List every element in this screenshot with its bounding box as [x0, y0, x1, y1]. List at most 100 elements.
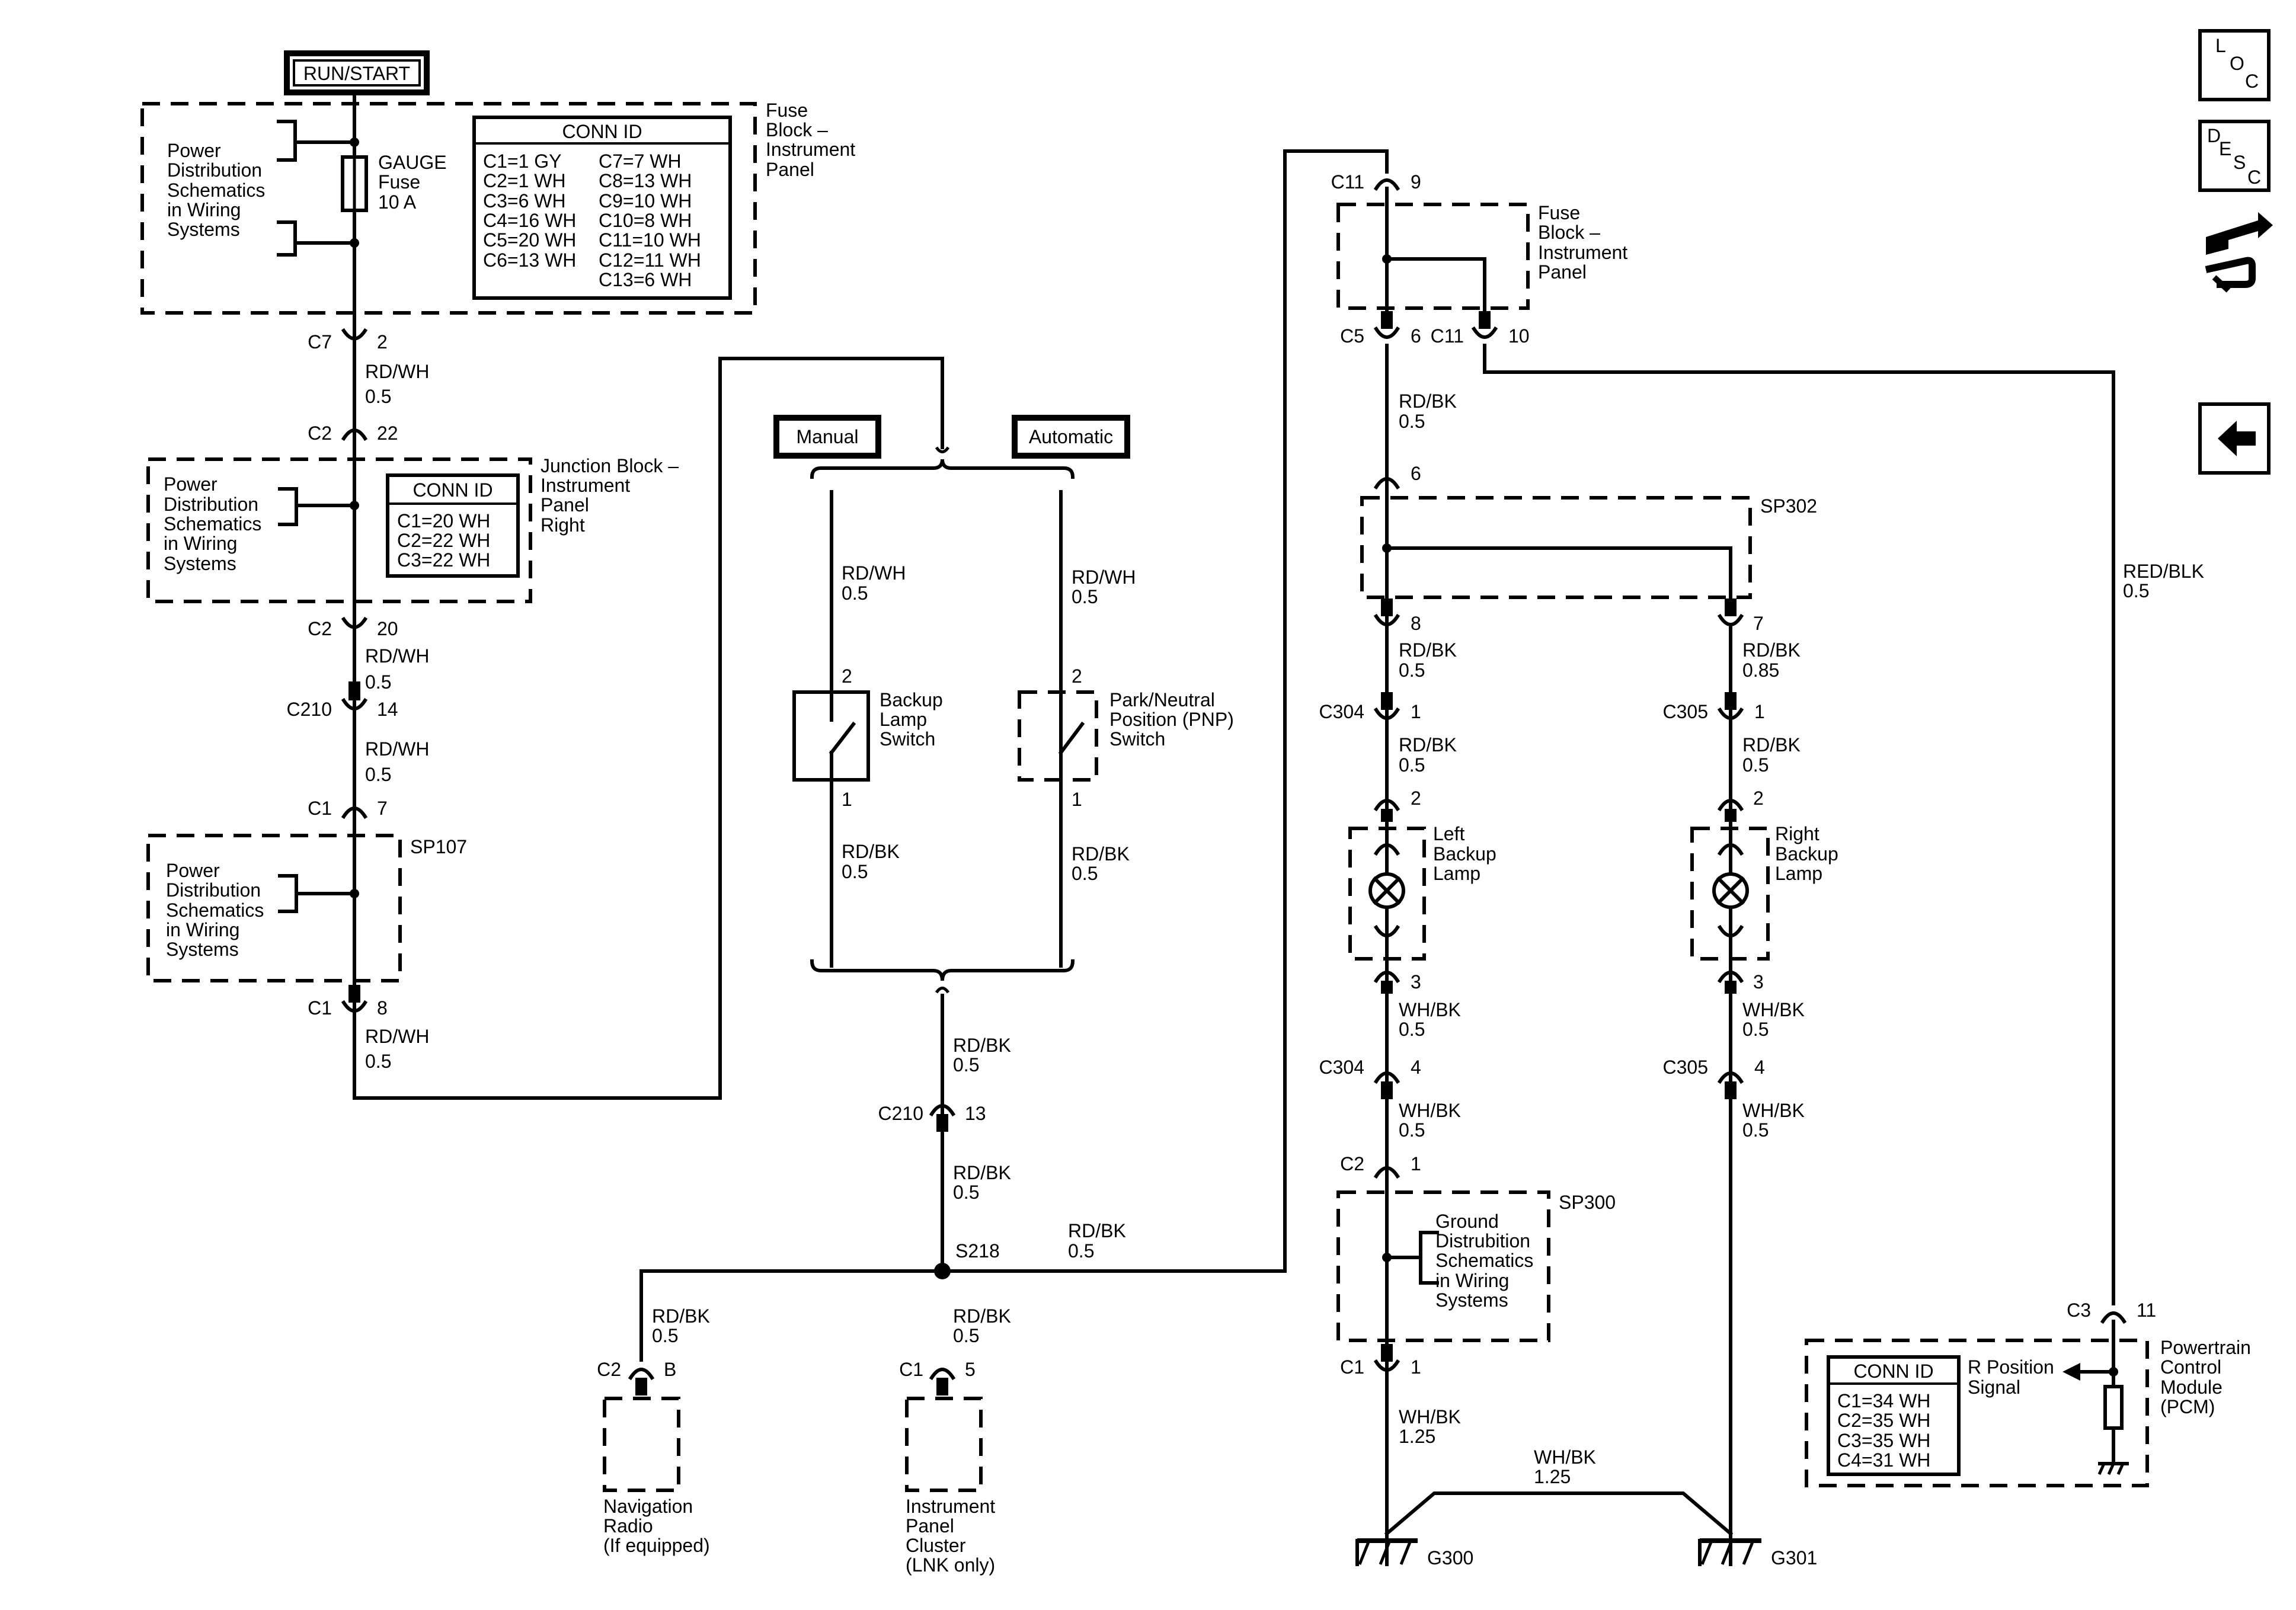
pcm-signal-wire [1483, 344, 2115, 1305]
signal-arrow-icon [2062, 1363, 2080, 1381]
svg-text:C2: C2 [308, 422, 332, 444]
svg-text:C: C [2247, 167, 2261, 188]
svg-text:E: E [2219, 138, 2231, 159]
ground-g301-icon: G301 [1698, 1538, 1817, 1569]
svg-text:Power Distribution: Power Distribution Schematics in Wiring … [166, 860, 269, 960]
wire-label-left-3: WH/BK 0.5 [1399, 999, 1466, 1040]
backup-lamp-switch: 2 1 Backup Lamp Switch [792, 665, 948, 810]
svg-text:SP300: SP300 [1559, 1192, 1616, 1213]
svg-text:R Position Signal: R Position Signal [1968, 1356, 2060, 1398]
wire-label-rdwh-1: RD/WH 0.5 [365, 361, 434, 407]
automatic-option: Automatic [1012, 415, 1130, 459]
svg-text:1: 1 [1411, 1356, 1421, 1378]
svg-text:11: 11 [2137, 1299, 2156, 1321]
back-arrow-icon [2218, 421, 2256, 456]
junction-block-title: Junction Block – Instrument Panel Right [541, 455, 684, 536]
fuse-block-top-title: Fuse Block – Instrument Panel [766, 100, 861, 180]
svg-text:Backup Lamp Switch: Backup Lamp Switch [880, 689, 948, 750]
svg-text:1: 1 [1411, 701, 1421, 722]
svg-text:C304: C304 [1319, 1057, 1365, 1078]
svg-text:Fuse Block – Instr: Fuse Block – Instrument Panel [1538, 202, 1633, 283]
svg-text:20: 20 [377, 618, 398, 639]
svg-text:C1: C1 [1340, 1356, 1364, 1378]
svg-text:SP107: SP107 [410, 836, 467, 857]
svg-text:C7=7 WH C8=13 WH: C7=7 WH C8=13 WH C9=10 WH C10=8 WH C11=1… [599, 151, 706, 290]
svg-text:Ground Distrubition: Ground Distrubition Schematics in Wiring… [1435, 1211, 1539, 1311]
s218-label: S218 [955, 1240, 1000, 1262]
connector-c210-left: C210 14 [287, 681, 398, 720]
run-start-block: RUN/START [284, 50, 430, 95]
option-brace-bottom [810, 959, 1075, 981]
wire-label-right-1: RD/BK 0.85 [1742, 639, 1806, 681]
svg-text:1: 1 [1754, 701, 1765, 722]
connector-c3-pcm: C3 11 [2067, 1299, 2156, 1324]
manual-option: Manual [773, 415, 881, 459]
svg-text:Left Backup Lamp: Left Backup Lamp [1433, 823, 1502, 884]
connector-view-icon[interactable] [2205, 212, 2273, 293]
svg-text:C210: C210 [878, 1103, 924, 1124]
svg-text:1: 1 [1072, 789, 1082, 810]
connector-c7: C7 2 [308, 328, 388, 353]
svg-text:CONN ID: CONN ID [562, 121, 642, 142]
connector-c2b: C2 20 [308, 616, 398, 639]
wire-label-c5-out: RD/BK 0.5 [1399, 391, 1462, 432]
sp107-block: SP107 Power Distribution Schematics in W… [146, 834, 467, 982]
connector-c304b: C304 4 [1319, 1057, 1421, 1099]
svg-text:C3: C3 [2067, 1299, 2091, 1321]
wire-label-auto-in: RD/WH 0.5 [1072, 566, 1141, 607]
svg-text:1: 1 [842, 789, 852, 810]
wire-label-ground-1: WH/BK 1.25 [1399, 1406, 1466, 1447]
svg-text:2: 2 [1072, 665, 1082, 687]
wire-label-s218-right: RD/BK 0.5 [1068, 1220, 1131, 1262]
svg-text:G300: G300 [1427, 1547, 1473, 1569]
svg-text:G301: G301 [1771, 1547, 1817, 1569]
svg-text:3: 3 [1411, 971, 1421, 993]
wire-label-nav: RD/BK 0.5 [652, 1305, 715, 1346]
svg-text:B: B [664, 1359, 676, 1380]
wire-label-manual-in: RD/WH 0.5 [842, 562, 911, 604]
svg-text:C5: C5 [1340, 325, 1364, 347]
sp302-block: 6 SP302 [1360, 463, 1817, 612]
connector-c305a: C305 1 [1663, 692, 1765, 722]
svg-text:L: L [2215, 35, 2226, 56]
wire-label-s218-in: RD/BK 0.5 [953, 1162, 1016, 1203]
svg-text:9: 9 [1411, 171, 1421, 193]
wire-label-right-4: WH/BK 0.5 [1742, 1100, 1810, 1141]
wire-label-rdwh-3: RD/WH 0.5 [365, 738, 434, 785]
junction-block: Power Distribution Schematics in Wiring … [146, 455, 684, 603]
conn-id-table-top: CONN ID C1=1 GY C2=1 WH C3=6 WH C4=16 WH… [472, 116, 732, 300]
wire-label-manual-out: RD/BK 0.5 [842, 841, 905, 882]
svg-text:C7: C7 [308, 331, 332, 353]
svg-text:D: D [2207, 125, 2221, 146]
svg-text:O: O [2230, 53, 2244, 74]
ground-g300-icon: G300 [1355, 1538, 1473, 1569]
connector-c1b: C1 8 [308, 985, 388, 1019]
svg-text:Park/Neutral Position (P: Park/Neutral Position (PNP) Switch [1109, 689, 1239, 750]
wire-label-right-3: WH/BK 0.5 [1742, 999, 1810, 1040]
wire-label-left-2: RD/BK 0.5 [1399, 734, 1462, 776]
pcm-module: CONN ID C1=34 WH C2=35 WH C3=35 WH C4=31… [1805, 1320, 2256, 1487]
connector-c304a: C304 1 [1319, 692, 1421, 722]
svg-text:4: 4 [1411, 1057, 1421, 1078]
svg-text:C1: C1 [899, 1359, 923, 1380]
svg-text:2: 2 [377, 331, 388, 353]
svg-text:13: 13 [965, 1103, 986, 1124]
svg-text:5: 5 [965, 1359, 976, 1380]
svg-text:3: 3 [1753, 971, 1764, 993]
pcm-title: Powertrain Control Module (PCM) [2160, 1337, 2256, 1417]
loc-button[interactable]: L O C [2198, 29, 2271, 101]
fuse-block-right: Fuse Block – Instrument Panel [1336, 202, 1633, 316]
wire-label-ground-2: WH/BK 1.25 [1534, 1446, 1601, 1487]
svg-text:C2: C2 [1340, 1153, 1364, 1174]
svg-text:7: 7 [1753, 613, 1764, 634]
svg-text:10: 10 [1508, 325, 1530, 347]
pin-7: 7 [1717, 598, 1764, 634]
back-button[interactable] [2198, 402, 2271, 475]
desc-button[interactable]: D E S C [2198, 120, 2271, 192]
connector-c1-ground: C1 1 [1340, 1344, 1421, 1378]
svg-text:2: 2 [1753, 788, 1764, 809]
run-start-label: RUN/START [303, 63, 410, 84]
svg-text:CONN ID: CONN ID [1853, 1361, 1933, 1382]
svg-text:C11: C11 [1431, 325, 1464, 347]
